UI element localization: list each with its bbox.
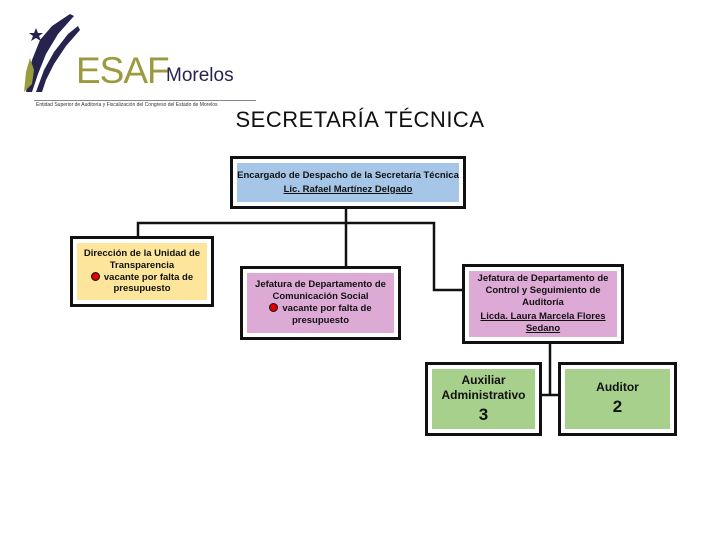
org-box-comunicacion: Jefatura de Departamento de Comunicación… — [240, 266, 401, 340]
org-box-root-fill: Encargado de Despacho de la Secretaría T… — [237, 163, 459, 202]
control-role: Jefatura de Departamento de Control y Se… — [477, 273, 609, 309]
auditor-count: 2 — [612, 397, 623, 417]
page-title: SECRETARÍA TÉCNICA — [235, 107, 485, 132]
org-box-auditor-fill: Auditor 2 — [565, 369, 670, 429]
esaf-wing-logo-icon — [24, 14, 80, 92]
auditor-role: Auditor — [596, 380, 639, 395]
connector-control-to-staff — [541, 343, 558, 397]
org-box-transparencia-fill: Dirección de la Unidad de Transparencia … — [77, 243, 207, 300]
auxiliar-count: 3 — [478, 404, 489, 424]
org-box-auxiliar-fill: Auxiliar Administrativo 3 — [432, 369, 535, 429]
comunicacion-status-text: vacante por falta de presupuesto — [282, 303, 372, 326]
org-box-auditor: Auditor 2 — [558, 362, 677, 436]
org-box-control: Jefatura de Departamento de Control y Se… — [462, 264, 624, 344]
auxiliar-role: Auxiliar Administrativo — [441, 372, 526, 402]
comunicacion-status: vacante por falta de presupuesto — [247, 303, 394, 327]
logo-region-text: Morelos — [166, 65, 234, 86]
root-name: Lic. Rafael Martínez Delgado — [283, 183, 413, 195]
vacancy-dot-icon — [90, 271, 100, 281]
transparencia-status: vacante por falta de presupuesto — [77, 271, 207, 296]
vacancy-dot-icon — [269, 303, 279, 312]
logo-subtitle: Entidad Superior de Auditoría y Fiscaliz… — [36, 102, 218, 108]
control-name: Licda. Laura Marcela Flores Sedano — [480, 310, 606, 334]
logo-divider — [34, 100, 256, 101]
org-box-root: Encargado de Despacho de la Secretaría T… — [230, 156, 466, 209]
transparencia-role: Dirección de la Unidad de Transparencia — [83, 247, 201, 271]
org-box-auxiliar: Auxiliar Administrativo 3 — [425, 362, 542, 436]
org-box-transparencia: Dirección de la Unidad de Transparencia … — [70, 236, 214, 307]
root-role: Encargado de Despacho de la Secretaría T… — [237, 169, 459, 181]
org-box-comunicacion-fill: Jefatura de Departamento de Comunicación… — [247, 273, 394, 333]
connector-branch-bar — [136, 221, 462, 292]
org-box-control-fill: Jefatura de Departamento de Control y Se… — [469, 271, 617, 337]
comunicacion-role: Jefatura de Departamento de Comunicación… — [255, 279, 386, 303]
esaf-logo: ESAF Morelos Entidad Superior de Auditor… — [22, 12, 282, 108]
transparencia-status-text: vacante por falta de presupuesto — [103, 271, 194, 295]
logo-brand-text: ESAF — [76, 50, 170, 91]
